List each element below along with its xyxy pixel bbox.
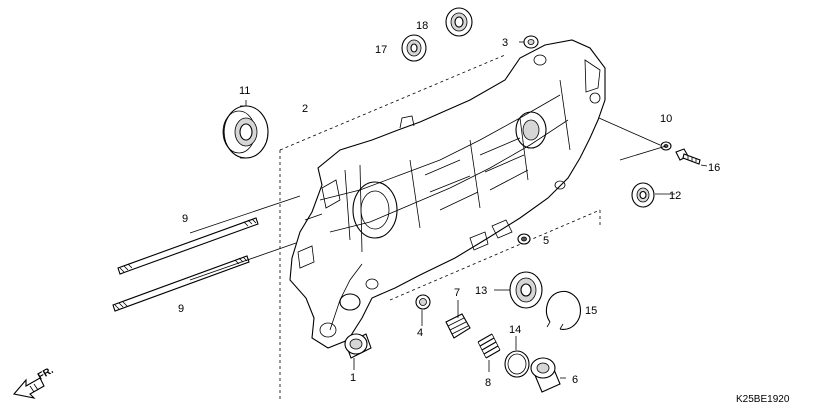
drain-plug-part-6 <box>530 357 561 393</box>
oil-seal-part-12 <box>631 182 655 208</box>
bearing-part-17 <box>401 34 427 62</box>
reference-frame <box>279 54 601 400</box>
part-label-12: 12 <box>669 190 681 202</box>
part-label-1: 1 <box>350 372 356 384</box>
part-label-15: 15 <box>585 305 597 317</box>
part-label-5: 5 <box>543 235 549 247</box>
leader-lines <box>189 41 708 379</box>
spring-part-8 <box>477 333 501 359</box>
circlip-part-15 <box>545 290 581 330</box>
part-label-10: 10 <box>660 113 672 125</box>
diagram-code: K25BE1920 <box>736 394 790 405</box>
bearing-part-18 <box>445 7 473 37</box>
bearing-part-13 <box>509 271 543 309</box>
part-label-8: 8 <box>485 377 491 389</box>
part-label-18: 18 <box>416 20 428 32</box>
part-label-17: 17 <box>375 44 387 56</box>
stud-bolt-part-9-lower <box>112 255 250 312</box>
front-direction-indicator: FR. <box>12 365 56 399</box>
part-label-4: 4 <box>417 327 423 339</box>
dowel-pin-part-4 <box>415 294 431 310</box>
front-direction-label: FR. <box>36 365 56 383</box>
dowel-pin-part-3 <box>523 35 539 49</box>
left-crankcase <box>289 39 606 349</box>
part-label-2: 2 <box>302 103 308 115</box>
part-label-13: 13 <box>475 285 487 297</box>
part-label-14: 14 <box>509 324 521 336</box>
bearing-part-11 <box>222 105 269 159</box>
bolt-part-16 <box>675 148 701 165</box>
part-label-3: 3 <box>502 37 508 49</box>
part-label-7: 7 <box>454 287 460 299</box>
front-arrow-icon <box>12 377 45 399</box>
part-label-9-lower: 9 <box>178 303 184 315</box>
part-label-6: 6 <box>572 374 578 386</box>
part-label-9-upper: 9 <box>182 213 188 225</box>
part-label-11: 11 <box>239 85 250 97</box>
o-ring-part-14 <box>504 350 530 378</box>
part-number-labels: 1 2 3 4 5 6 7 8 9 9 10 11 12 13 14 15 16… <box>178 20 720 389</box>
part-label-16: 16 <box>708 162 720 174</box>
collar-part-5 <box>517 233 531 245</box>
collar-part-1 <box>344 333 372 359</box>
stud-bolt-part-9-upper <box>117 217 259 275</box>
strainer-part-7 <box>445 313 471 339</box>
